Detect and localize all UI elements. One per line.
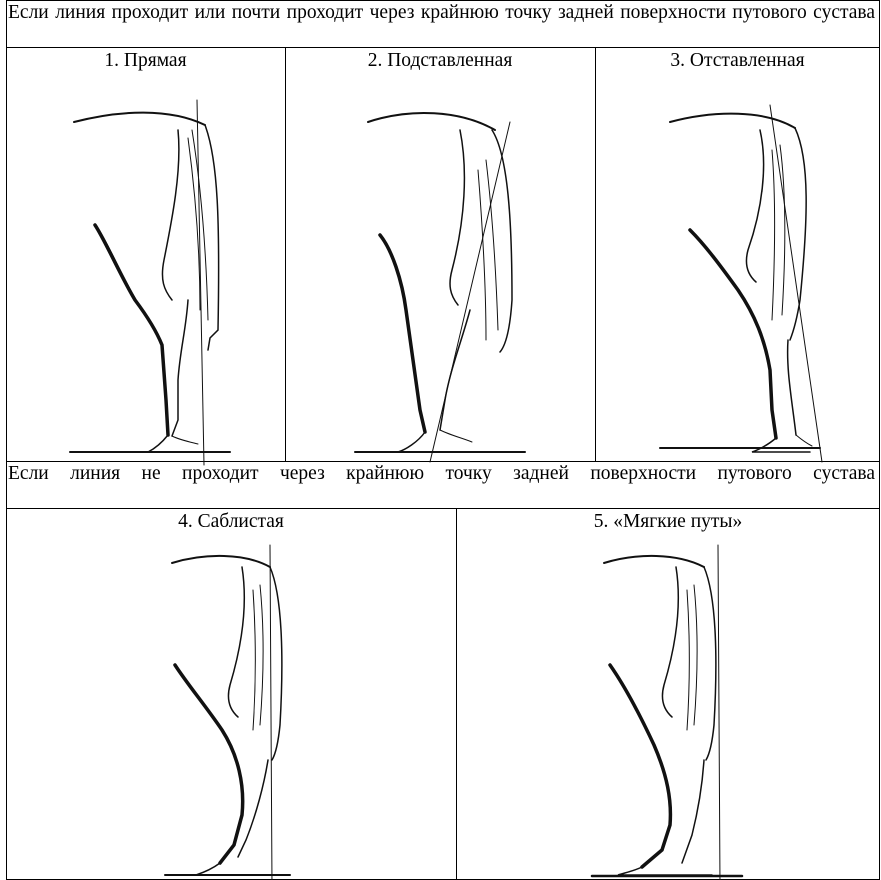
figure-5-soft-pasterns-drawing <box>592 545 752 880</box>
figure-5-title: 5. «Мягкие путы» <box>456 511 880 533</box>
column-divider <box>285 47 286 461</box>
figure-2-camped-under-leg-drawing <box>350 100 540 465</box>
row-divider <box>6 47 880 48</box>
section-2-header: Если линия не проходит через крайнюю точ… <box>8 463 875 507</box>
column-divider <box>456 508 457 880</box>
row-divider <box>6 508 880 509</box>
figure-4-sickle-hock-drawing <box>160 545 310 880</box>
column-divider <box>595 47 596 461</box>
figure-3-camped-out-leg-drawing <box>660 100 840 465</box>
figure-1-title: 1. Прямая <box>6 50 285 72</box>
figure-2-title: 2. Подставленная <box>285 50 595 72</box>
section-1-header: Если линия проходит или почти проходит ч… <box>8 2 875 46</box>
figure-4-title: 4. Саблистая <box>6 511 456 533</box>
figure-1-straight-leg-drawing <box>60 100 240 465</box>
figure-3-title: 3. Отставленная <box>595 50 880 72</box>
